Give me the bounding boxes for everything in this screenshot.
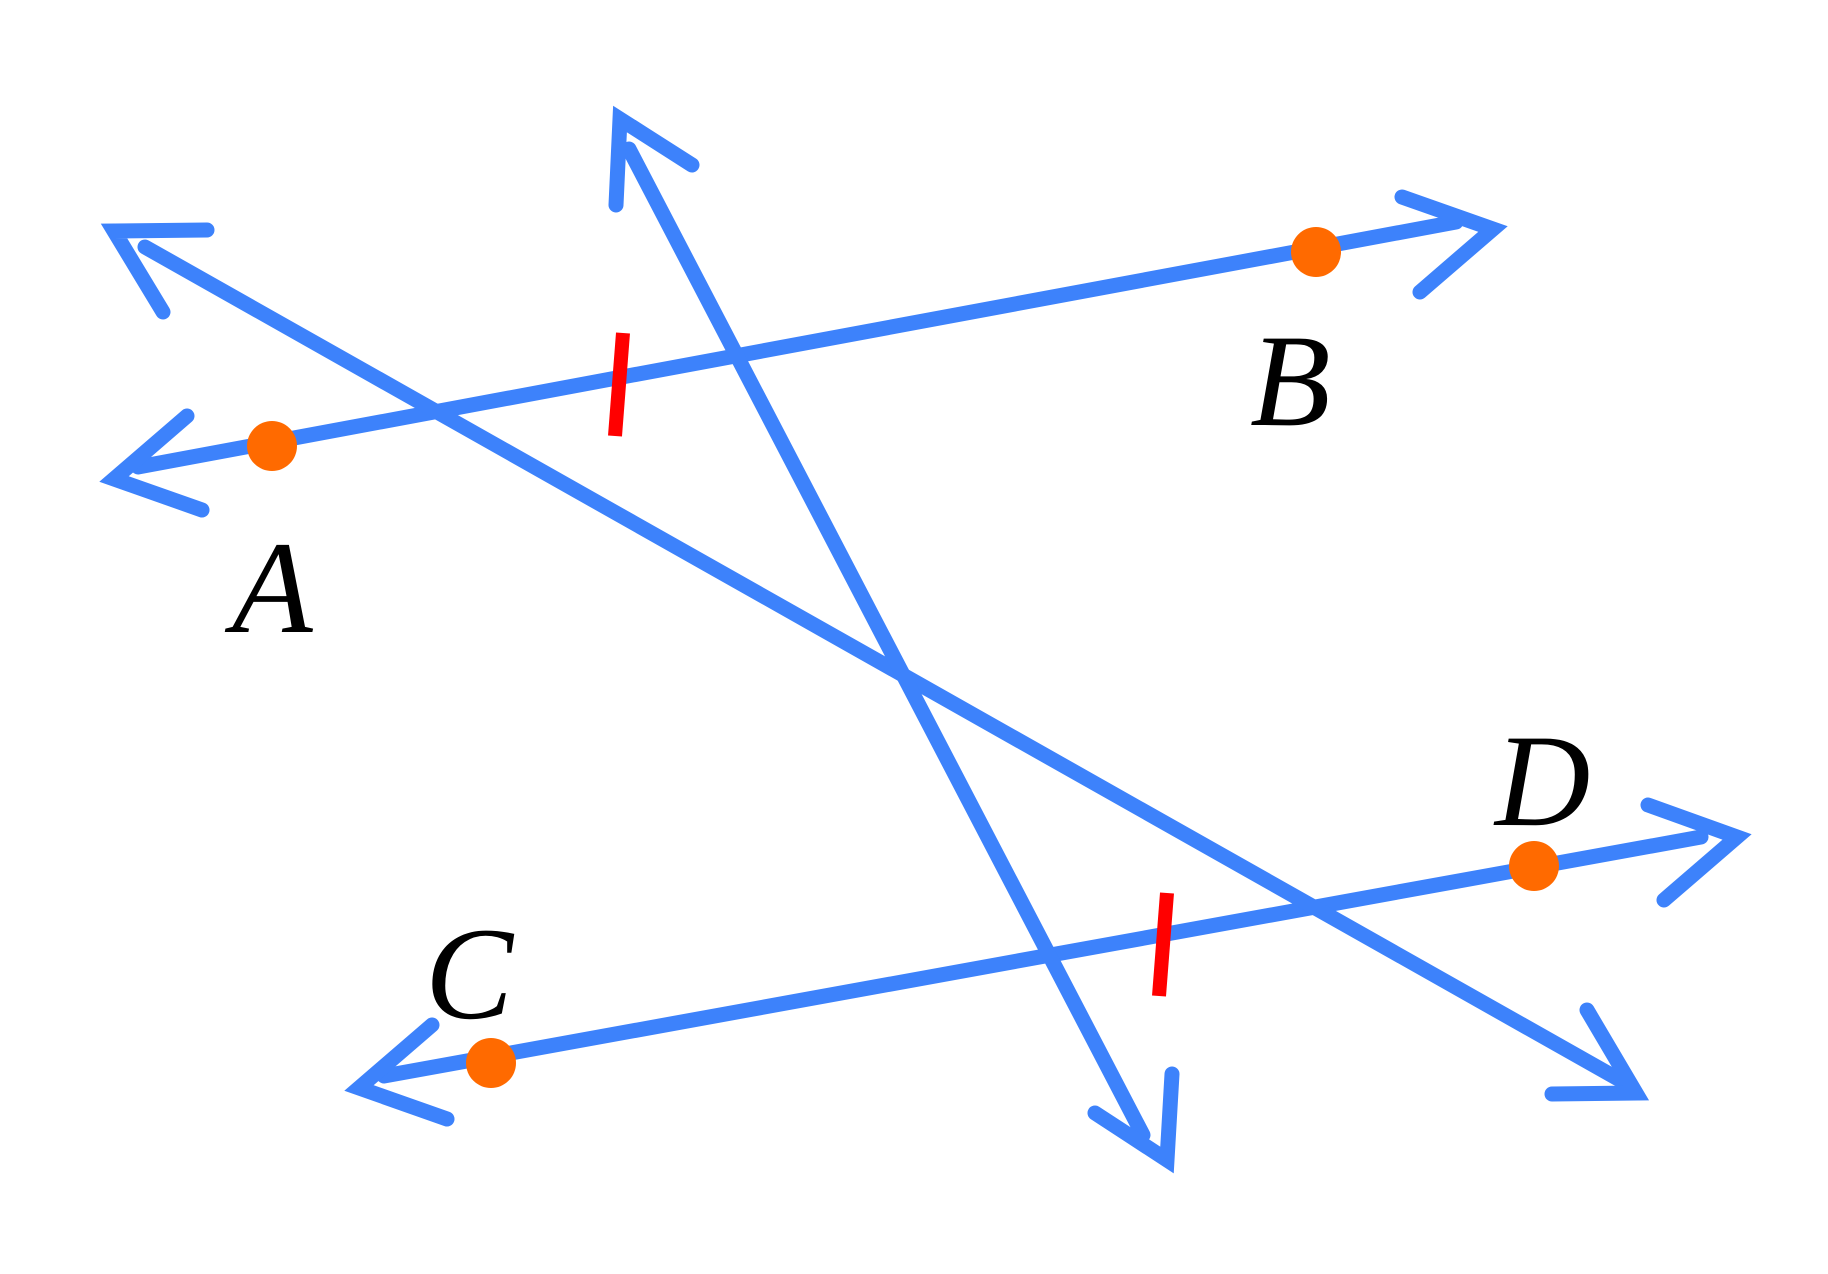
line-cd-arrow-left	[344, 1017, 455, 1127]
tick-mark-ab	[608, 332, 630, 437]
point-d	[1509, 841, 1559, 891]
line-ab-arrow-right	[1394, 189, 1508, 300]
transversal-2-arrow-bottom	[1087, 1066, 1180, 1174]
point-label-a: A	[224, 514, 314, 661]
point-c	[466, 1038, 516, 1088]
line-ab-arrow-left	[99, 408, 210, 518]
line-cd-arrow-right	[1640, 797, 1752, 908]
transversal-1-arrow-bottom	[1544, 1002, 1650, 1102]
point-label-c: C	[425, 900, 515, 1047]
transversal-1-arrow-top	[100, 222, 215, 320]
transversal-2-body	[621, 141, 1151, 1143]
line-ab	[99, 189, 1508, 518]
tick-mark-cd	[1152, 892, 1174, 997]
transversal-1	[100, 222, 1650, 1102]
point-label-d: D	[1493, 707, 1590, 854]
point-label-b: B	[1250, 307, 1331, 454]
transversal-2-arrow-top	[608, 105, 700, 213]
transversal-2	[608, 105, 1180, 1174]
point-a	[247, 421, 297, 471]
line-ab-body	[130, 214, 1464, 475]
transversal-1-body	[137, 239, 1628, 1088]
point-b	[1291, 227, 1341, 277]
